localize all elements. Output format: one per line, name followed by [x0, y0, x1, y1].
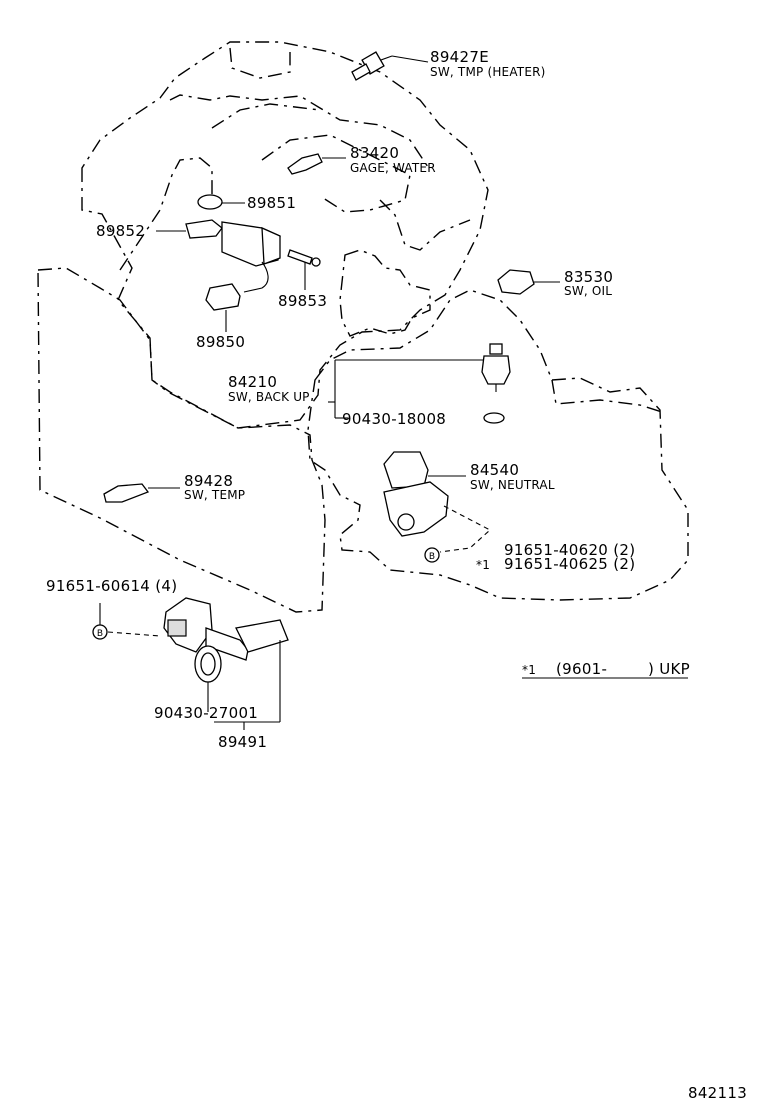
part-89853-bolt	[287, 249, 321, 290]
part-number-89853: 89853	[278, 292, 327, 310]
bolt-marker: B	[429, 552, 435, 562]
callout-83530: 83530 SW, OIL	[564, 268, 613, 298]
part-desc-83530: SW, OIL	[564, 284, 612, 298]
part-number-84210: 84210	[228, 373, 277, 391]
part-number-91651-60614: 91651-60614 (4)	[46, 577, 177, 595]
callout-84210: 84210 SW, BACK UP	[228, 373, 310, 404]
part-number-83530: 83530	[564, 268, 613, 286]
temp-switch-part	[103, 483, 180, 503]
callout-91651-40625: *1 91651-40625 (2)	[476, 555, 635, 573]
part-desc-83420: GAGE, WATER	[350, 161, 436, 175]
part-number-89852: 89852	[96, 222, 145, 240]
sensor-module-part	[205, 221, 281, 332]
sensor-assembly-part: B	[92, 597, 289, 730]
part-number-90430-18008: 90430-18008	[342, 410, 446, 428]
footnote-date-range: (9601-	[556, 660, 607, 678]
callout-84540: 84540 SW, NEUTRAL	[470, 461, 555, 492]
part-89852-bracket	[156, 219, 223, 239]
part-89851-cap	[197, 194, 245, 210]
part-number-90430-27001: 90430-27001	[154, 704, 258, 722]
part-desc-89428: SW, TEMP	[184, 488, 245, 502]
temp-heater-switch-part	[351, 51, 429, 81]
part-number-83420: 83420	[350, 144, 399, 162]
part-number-89491: 89491	[218, 733, 267, 751]
callout-89428: 89428 SW, TEMP	[184, 472, 245, 502]
part-number-89850: 89850	[196, 333, 245, 351]
callout-89427e: 89427E SW, TMP (HEATER)	[430, 48, 546, 79]
applicability-footnote: *1 (9601- ) UKP	[522, 660, 690, 679]
neutral-switch-part: B	[383, 451, 491, 563]
footnote-model-code: ) UKP	[648, 660, 690, 678]
part-number-89428: 89428	[184, 472, 233, 490]
back-up-switch-part	[328, 343, 511, 424]
footnote-marker: *1	[522, 663, 536, 677]
part-desc-89427e: SW, TMP (HEATER)	[430, 65, 546, 79]
part-desc-84540: SW, NEUTRAL	[470, 478, 555, 492]
water-gage-part	[287, 153, 346, 175]
diagram-id: 842113	[688, 1084, 747, 1102]
part-desc-84210: SW, BACK UP	[228, 390, 310, 404]
part-number-89427e: 89427E	[430, 48, 489, 66]
transmission-outline	[307, 289, 689, 601]
part-number-84540: 84540	[470, 461, 519, 479]
part-number-91651-40625: 91651-40625 (2)	[504, 555, 635, 573]
bolt-marker: B	[97, 629, 103, 639]
part-number-91651-40620: 91651-40620 (2)	[504, 541, 635, 559]
footnote-marker: *1	[476, 558, 490, 572]
callout-83420: 83420 GAGE, WATER	[350, 144, 436, 175]
part-number-89851: 89851	[247, 194, 296, 212]
engine-outline	[81, 41, 489, 429]
oil-switch-part	[497, 269, 560, 295]
oil-pan-outline	[37, 267, 326, 613]
